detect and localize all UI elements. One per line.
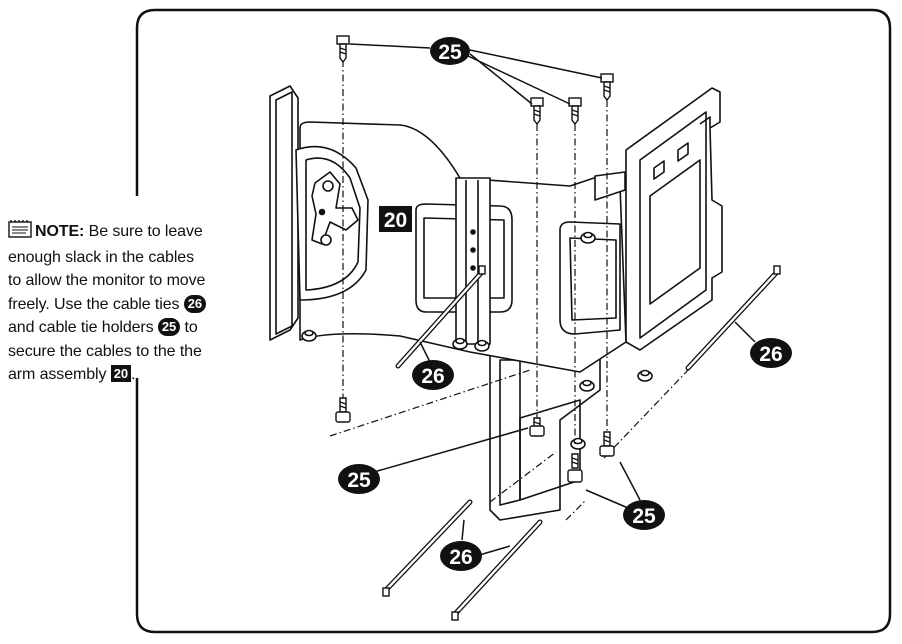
hex-nuts (301, 231, 653, 450)
svg-text:25: 25 (632, 505, 656, 528)
note-line-6: secure the cables to the the (8, 342, 202, 360)
note-line-7: arm assembly (8, 366, 111, 383)
callout-tie-right: 26 (750, 338, 792, 368)
note-line-7-end: . (131, 366, 136, 383)
callout-tie-left: 26 (412, 360, 454, 390)
installation-note: NOTE: Be sure to leave enough slack in t… (8, 220, 240, 387)
callout-holder-right: 25 (623, 500, 665, 530)
callout-holder-left: 25 (338, 464, 380, 494)
alignment-guides (329, 60, 691, 521)
cable-ties (382, 265, 781, 621)
cable-tie-holders (335, 35, 615, 483)
note-line-5: and cable tie holders (8, 319, 158, 336)
callout-holder-top: 25 (430, 37, 470, 65)
cable-tie-bottom-right (451, 519, 543, 621)
holder-bottom-1 (335, 397, 351, 423)
svg-text:26: 26 (421, 365, 444, 388)
cable-tie-bottom-left (382, 499, 473, 597)
diagram-frame (135, 8, 892, 634)
cable-tie-right (685, 265, 781, 371)
note-line-5-end: to (180, 319, 198, 336)
note-ref-26: 26 (183, 294, 207, 313)
holder-bottom-2 (529, 417, 545, 437)
wall-mount-drawing (269, 85, 723, 521)
holder-top-2 (530, 97, 544, 126)
note-ref-20: 20 (110, 365, 131, 382)
note-line-3: to allow the monitor to move (8, 272, 206, 289)
svg-text:20: 20 (384, 209, 407, 232)
note-heading: NOTE: (35, 223, 85, 240)
svg-text:26: 26 (449, 546, 472, 569)
cable-tie-center (395, 265, 486, 369)
note-line-4: freely. Use the cable ties (8, 295, 184, 313)
monitor-plate (269, 85, 299, 341)
notepad-icon (8, 220, 32, 246)
holder-top-4 (600, 73, 614, 102)
callout-tie-bottom: 26 (440, 541, 482, 571)
leader-lines (349, 43, 756, 557)
svg-text:25: 25 (347, 469, 371, 492)
note-ref-25: 25 (157, 318, 181, 336)
holder-top-3 (568, 97, 582, 126)
holder-bottom-3 (599, 431, 615, 457)
note-line-1: Be sure to leave (84, 223, 203, 240)
holder-top-1 (336, 35, 350, 64)
callout-part-20: 20 (379, 206, 412, 232)
tilt-knob (311, 171, 359, 246)
holder-bottom-4 (567, 453, 583, 483)
note-line-2: enough slack in the cables (8, 248, 194, 266)
svg-text:25: 25 (438, 41, 462, 64)
svg-text:26: 26 (759, 343, 782, 366)
